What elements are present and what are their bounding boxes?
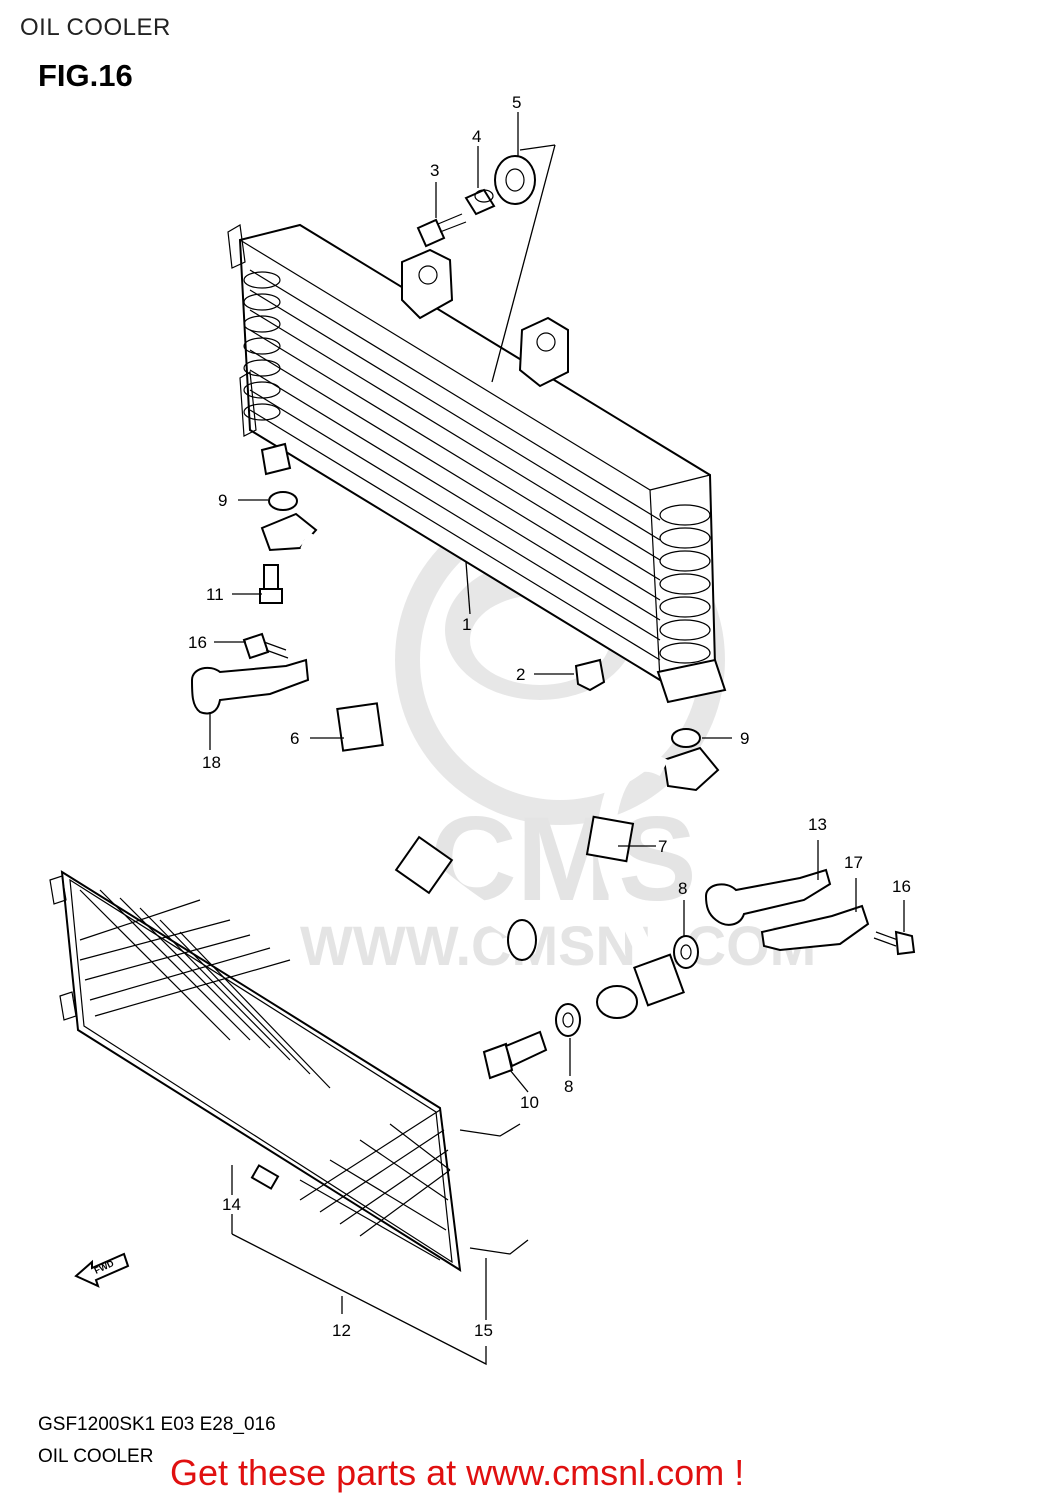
callout-12: 12 — [332, 1321, 351, 1340]
callout-8-lower: 8 — [564, 1077, 573, 1096]
callout-numbers: 5 4 3 9 11 1 16 2 6 9 18 13 7 17 8 16 8 … — [188, 93, 911, 1340]
callout-2: 2 — [516, 665, 525, 684]
bolt-part-16-left — [242, 632, 289, 660]
leader-lines — [209, 112, 905, 1366]
clamp-part-18 — [190, 658, 310, 715]
cooler-fins — [249, 269, 661, 661]
callout-16-right: 16 — [892, 877, 911, 896]
lower-outlet-flange — [656, 658, 727, 704]
callout-13: 14 — [222, 1195, 241, 1214]
bolt-part-16-right — [873, 930, 916, 956]
o-ring-part-9-upper — [268, 491, 298, 511]
o-ring-part-9-lower — [671, 728, 701, 748]
cushion-part-5 — [494, 155, 536, 205]
callout-7: 7 — [658, 837, 667, 856]
cta-link[interactable]: Get these parts at www.cmsnl.com ! — [170, 1452, 745, 1493]
bracket-part-15 — [704, 868, 832, 926]
guard-mesh — [79, 889, 451, 1261]
callout-1: 1 — [462, 615, 471, 634]
watermark-url: WWW.CMSNL.COM — [300, 914, 816, 977]
callout-4: 4 — [472, 127, 481, 146]
washer-part-8-upper — [673, 935, 699, 969]
fwd-arrow-icon: FWD — [74, 1252, 130, 1288]
bolt-part-11 — [259, 564, 283, 604]
oil-cooler-core — [227, 223, 727, 704]
figure-label: FIG.16 — [38, 58, 133, 93]
callout-11: 11 — [206, 585, 224, 604]
grommet-part-2 — [574, 658, 606, 692]
leader-assembly-5 — [491, 144, 556, 383]
callout-9-lower: 9 — [740, 729, 749, 748]
bracket-part-17 — [760, 904, 870, 952]
callout-9-upper: 9 — [218, 491, 227, 510]
callout-6: 6 — [290, 729, 299, 748]
callout-18: 18 — [202, 753, 221, 772]
callout-10: 10 — [520, 1093, 539, 1112]
callout-17: 17 — [844, 853, 863, 872]
oil-cooler-guard-part-12 — [49, 870, 529, 1272]
page-title: OIL COOLER — [20, 14, 171, 41]
callout-15: 13 — [808, 815, 827, 834]
oil-hose-part-7 — [585, 746, 720, 1032]
diagram-code: GSF1200SK1 E03 E28_016 — [38, 1414, 276, 1435]
bolt-part-3 — [416, 213, 467, 248]
oil-hose-part-6 — [260, 512, 537, 961]
callout-8-upper: 8 — [678, 879, 687, 898]
callout-3: 3 — [430, 161, 439, 180]
diagram-name: OIL COOLER — [38, 1446, 154, 1467]
collar-part-4 — [464, 188, 496, 216]
callout-16-left: 16 — [188, 633, 207, 652]
cooler-coils-right — [659, 504, 711, 664]
union-bolt-part-10 — [482, 1030, 548, 1080]
callout-14: 15 — [474, 1321, 493, 1340]
cooler-coils-left — [243, 271, 281, 421]
upper-mount-bracket-right — [518, 316, 569, 388]
callout-5: 5 — [512, 93, 521, 112]
lower-left-tab — [260, 442, 292, 476]
washer-part-8-lower — [555, 1003, 581, 1037]
